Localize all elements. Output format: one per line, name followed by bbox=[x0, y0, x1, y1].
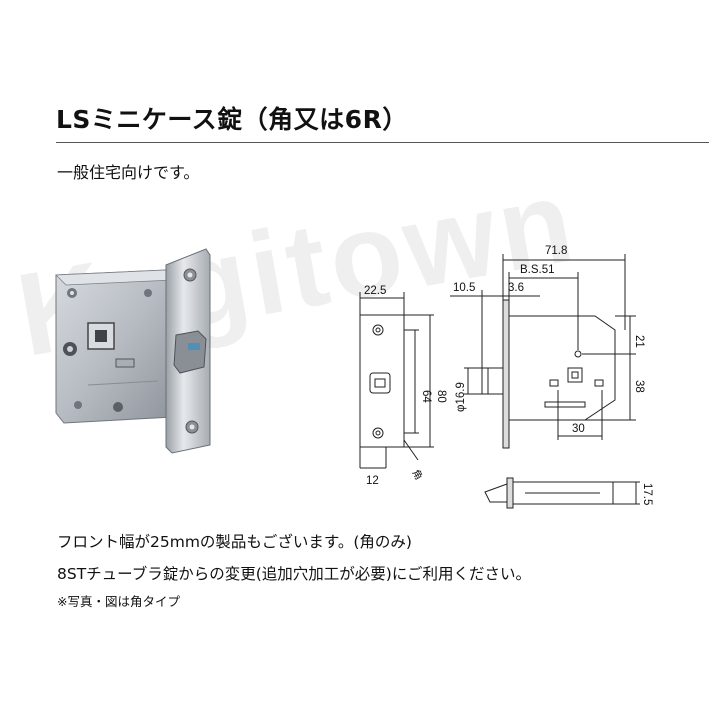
dim-overall-length: 71.8 bbox=[545, 245, 567, 257]
page-title: LSミニケース錠（角又は6R） bbox=[56, 105, 408, 134]
dim-screw-pitch: 64 bbox=[420, 390, 432, 403]
dim-front-height: 80 bbox=[435, 390, 447, 403]
dim-top-to-hub: 21 bbox=[633, 335, 645, 348]
dim-backset: B.S.51 bbox=[520, 264, 555, 276]
dim-front-thickness: 12 bbox=[366, 475, 379, 487]
dim-latch-diameter: φ16.9 bbox=[455, 382, 467, 412]
dimension-drawing: 22.5 12 角 64 80 71.8 B.S.51 10.5 3.6 φ16… bbox=[359, 245, 653, 509]
note-photo: ※写真・図は角タイプ bbox=[57, 594, 180, 609]
title-divider bbox=[56, 142, 709, 143]
dim-latch-projection: 10.5 bbox=[453, 282, 475, 294]
product-photo bbox=[55, 248, 211, 454]
product-description: 一般住宅向けです。 bbox=[57, 163, 200, 182]
front-plate-outline bbox=[359, 314, 405, 448]
dim-front-width: 22.5 bbox=[364, 285, 386, 297]
note-front-width: フロント幅が25mmの製品もございます。(角のみ) bbox=[57, 533, 412, 551]
dim-hub-to-bottom: 38 bbox=[633, 380, 645, 393]
note-replacement: 8STチューブラ錠からの変更(追加穴加工が必要)にご利用ください。 bbox=[57, 565, 532, 583]
dim-case-thickness: 17.5 bbox=[641, 483, 653, 505]
dim-corner-label: 角 bbox=[409, 468, 424, 483]
dim-front-offset: 3.6 bbox=[508, 282, 524, 294]
dim-hub-spacing: 30 bbox=[572, 423, 585, 435]
